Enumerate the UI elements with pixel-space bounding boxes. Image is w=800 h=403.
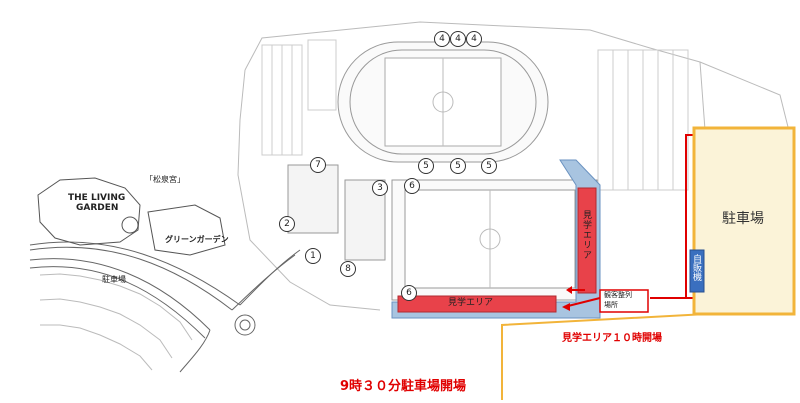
vending-machine-label: 自販機 <box>691 254 701 281</box>
buildings <box>287 164 386 261</box>
viewing-area-right-label: 見学エリア <box>581 210 591 260</box>
green-garden-label: グリーンガーデン <box>165 235 229 244</box>
marker-1: 1 <box>305 248 321 264</box>
living-garden-label-1: THE LIVING <box>68 193 126 203</box>
running-track <box>337 41 549 163</box>
parking-rows-left <box>261 39 337 156</box>
left-road <box>29 241 301 373</box>
site-outline <box>237 21 791 311</box>
marker-4-b: 4 <box>450 31 466 47</box>
green-garden-building <box>147 204 226 256</box>
viewing-area-bottom-label: 見学エリア <box>448 298 494 308</box>
parking-main-label: 駐車場 <box>722 211 764 227</box>
marker-8: 8 <box>340 261 356 277</box>
parking-left-label: 駐車場 <box>102 275 126 284</box>
parking-rows-right <box>597 49 689 191</box>
route-arrow-2 <box>566 286 572 294</box>
marker-3: 3 <box>372 180 388 196</box>
marker-5-b: 5 <box>450 158 466 174</box>
route-arrow <box>562 303 570 311</box>
roundabout <box>234 314 256 336</box>
marker-6-top: 6 <box>404 178 420 194</box>
orange-route <box>501 312 726 400</box>
vending-machine-box <box>689 249 705 293</box>
viewing-area-right <box>577 187 597 294</box>
lineup-place-box <box>599 289 649 313</box>
stadium-field <box>391 179 598 301</box>
viewing-area-bottom <box>397 295 557 313</box>
marker-5-a: 5 <box>418 158 434 174</box>
marker-4-c: 4 <box>466 31 482 47</box>
shoseian-label: 「松泉宮」 <box>145 175 185 184</box>
marker-5-c: 5 <box>481 158 497 174</box>
marker-4-a: 4 <box>434 31 450 47</box>
lineup-place-label-1: 観客整列 <box>604 291 632 299</box>
living-garden-building <box>37 177 141 246</box>
lineup-place-label-2: 場所 <box>604 301 618 309</box>
viewing-area-open-notice: 見学エリア１０時開場 <box>562 333 662 344</box>
marker-6-bottom: 6 <box>401 285 417 301</box>
left-parking-grid <box>39 273 193 371</box>
living-garden-label-2: GARDEN <box>76 203 119 213</box>
marker-7: 7 <box>310 157 326 173</box>
marker-2: 2 <box>279 216 295 232</box>
parking-open-notice: 9時３０分駐車場開場 <box>340 379 467 394</box>
parking-main-area <box>692 126 796 316</box>
